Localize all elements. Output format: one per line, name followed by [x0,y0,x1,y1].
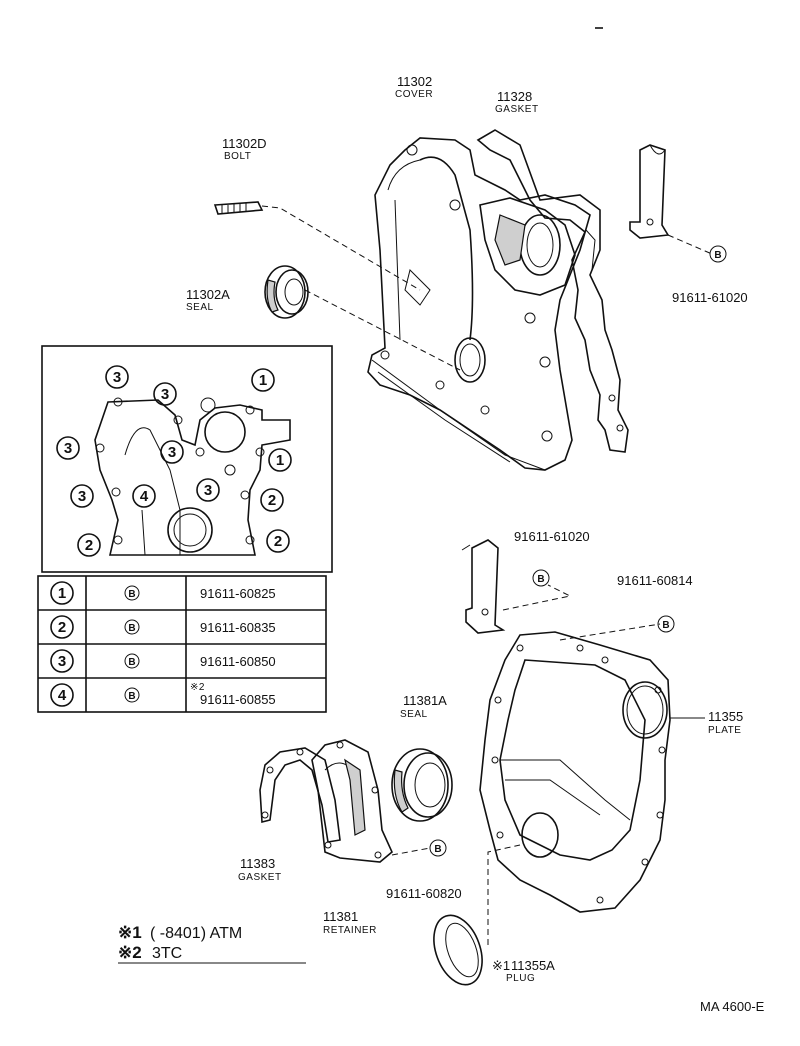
table-row: 2 B 91611-60835 [50,615,276,639]
svg-text:1: 1 [276,452,284,469]
seal-lower-drawing [391,748,453,822]
svg-text:2: 2 [85,537,93,554]
svg-text:1: 1 [259,372,267,389]
plate-name: PLATE [708,725,741,736]
svg-text:2: 2 [58,619,66,636]
leader-plate-bolt [559,623,661,641]
leader-bracket-mid [502,584,572,611]
retainer-drawing [311,739,393,863]
bolt-name: BOLT [224,151,251,162]
leader-bracket-top [667,234,713,255]
svg-text:91611-60850: 91611-60850 [200,654,276,669]
svg-text:B: B [128,623,135,634]
table-row: 1 B 91611-60825 [50,581,276,605]
plug-mark: ※1 [492,958,510,973]
callout-2-c: 2 [266,529,290,553]
svg-text:B: B [128,589,135,600]
cover-number: 11302 [397,74,432,89]
svg-text:B: B [434,844,441,855]
gasket-top-name: GASKET [495,104,539,115]
figure-id: MA 4600-E [700,999,765,1014]
svg-text:3: 3 [78,488,86,505]
seal-top-number: 11302A [186,287,230,302]
svg-text:91611-60825: 91611-60825 [200,586,276,601]
plug-number: 11355A [511,958,555,973]
bolt-drawing [213,201,264,215]
bracket-top-drawing [629,144,670,239]
bracket-mid-drawing [461,539,506,634]
bolt-symbol-mid: B [532,569,550,587]
callout-1-a: 1 [251,368,275,392]
leader-plug [487,844,521,945]
callout-2-b: 2 [77,533,101,557]
note-1-text: ( -8401) ATM [150,925,242,942]
callout-4: 4 [132,484,156,508]
bolt-symbol-right: B [709,245,727,263]
table-row: 4 B ※2 91611-60855 [50,682,276,707]
seal-lower-number: 11381A [403,693,447,708]
retainer-name: RETAINER [323,925,377,936]
bolt-code-plate: 91611-60814 [617,573,693,588]
svg-text:B: B [662,620,669,631]
svg-text:B: B [714,250,721,261]
timing-cover-drawing [367,137,591,471]
svg-text:3: 3 [204,482,212,499]
gasket-top-number: 11328 [497,89,532,104]
svg-text:2: 2 [268,492,276,509]
svg-text:91611-60835: 91611-60835 [200,620,276,635]
callout-3-f: 3 [70,484,94,508]
plug-drawing [433,914,483,986]
gasket-lower-number: 11383 [240,856,275,871]
cover-name: COVER [395,89,433,100]
callout-3-d: 3 [160,440,184,464]
leader-seal-top [304,289,461,371]
callout-2-a: 2 [260,488,284,512]
leader-retainer-bolt [391,847,431,856]
bolt-code-lower: 91611-60820 [386,886,462,901]
callout-3-a: 3 [105,365,129,389]
svg-text:B: B [537,574,544,585]
gasket-lower-name: GASKET [238,872,282,883]
callout-3-e: 3 [196,478,220,502]
bolt-code-mid: 91611-61020 [514,529,590,544]
note-2-text: 3TC [152,945,182,962]
seal-lower-name: SEAL [400,709,428,720]
bolt-symbol-lower: B [429,839,447,857]
svg-text:4: 4 [58,687,67,704]
callout-3-b: 3 [153,382,177,406]
bolt-symbol-plate: B [657,615,675,633]
svg-text:91611-60855: 91611-60855 [200,692,276,707]
svg-text:3: 3 [58,653,66,670]
gasket-top-drawing [476,129,629,453]
seal-top-drawing [264,265,309,319]
retainer-number: 11381 [323,909,358,924]
svg-text:B: B [128,691,135,702]
svg-text:4: 4 [140,488,149,505]
note-2-mark: ※2 [118,943,142,962]
svg-text:3: 3 [168,444,176,461]
svg-text:3: 3 [161,386,169,403]
callout-1-b: 1 [268,448,292,472]
gasket-lower-drawing [259,747,341,843]
svg-text:2: 2 [274,533,282,550]
svg-text:3: 3 [64,440,72,457]
bolt-table: 1 B 91611-60825 2 B 91611-60835 3 B 9161… [37,575,327,713]
bolt-location-inset: 3 1 3 3 1 3 3 4 2 2 2 3 [41,345,333,573]
plate-drawing [479,631,671,913]
plug-name: PLUG [506,973,535,984]
svg-text:1: 1 [58,585,66,602]
svg-text:3: 3 [113,369,121,386]
plate-number: 11355 [708,709,743,724]
seal-top-name: SEAL [186,302,214,313]
table-row: 3 B 91611-60850 [50,649,276,673]
svg-text:※2: ※2 [190,682,205,693]
callout-3-c: 3 [56,436,80,460]
note-1-mark: ※1 [118,923,142,942]
bolt-code-right: 91611-61020 [672,290,748,305]
bolt-number: 11302D [222,136,267,151]
svg-text:B: B [128,657,135,668]
